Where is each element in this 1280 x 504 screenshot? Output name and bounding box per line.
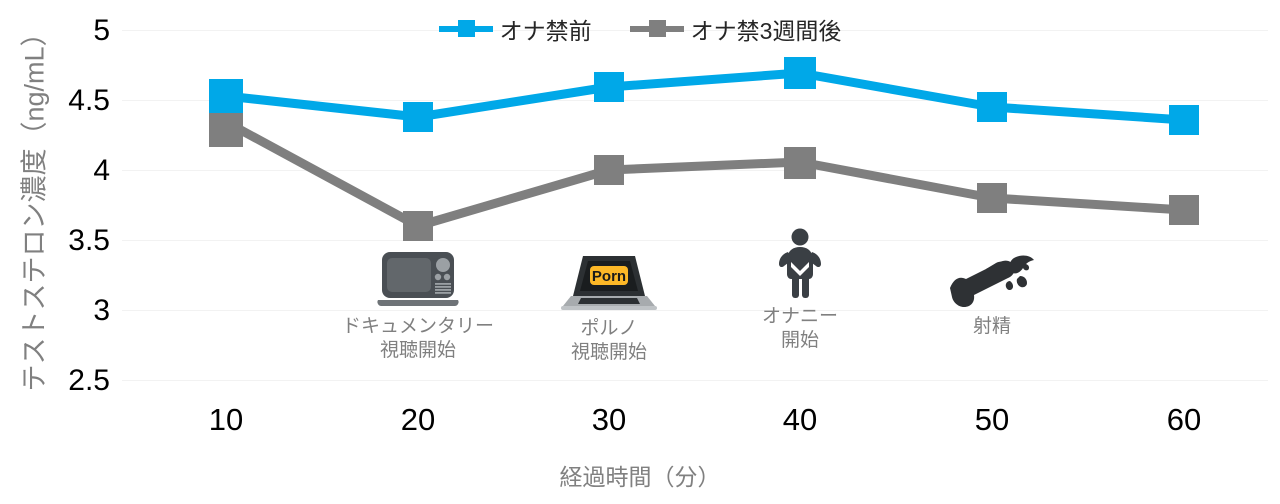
ejaculation-icon bbox=[882, 248, 1102, 310]
annotation-documentary: ドキュメンタリー 視聴開始 bbox=[308, 248, 528, 363]
laptop-porn-icon: Porn bbox=[499, 250, 719, 312]
legend-label: オナ禁3週間後 bbox=[690, 18, 842, 44]
x-tick-label: 60 bbox=[1166, 402, 1202, 437]
standing-person-icon bbox=[690, 228, 910, 300]
porn-badge-text: Porn bbox=[592, 268, 626, 285]
gridline bbox=[122, 380, 1268, 381]
annotation-label: オナニー 開始 bbox=[761, 306, 838, 351]
crt-television-icon bbox=[308, 248, 528, 310]
legend-item-before: オナ禁前 bbox=[438, 12, 592, 46]
y-axis-tick-labels: 5 4.5 4 3.5 3 2.5 bbox=[40, 0, 110, 504]
series-markers-before bbox=[209, 57, 1199, 135]
y-tick-label: 2.5 bbox=[68, 364, 110, 397]
x-tick-label: 20 bbox=[400, 402, 436, 437]
annotation-label: ドキュメンタリー 視聴開始 bbox=[341, 316, 494, 361]
x-tick-label: 10 bbox=[208, 402, 244, 437]
series-line-before bbox=[225, 68, 1185, 125]
x-tick-label: 40 bbox=[782, 402, 818, 437]
legend-swatch-gray bbox=[629, 20, 684, 37]
gridline bbox=[122, 240, 1268, 241]
annotation-label: ポルノ 視聴開始 bbox=[570, 318, 647, 363]
legend-label: オナ禁前 bbox=[499, 18, 592, 44]
y-tick-label: 3.5 bbox=[68, 224, 110, 257]
x-axis-title: 経過時間（分） bbox=[559, 464, 721, 490]
y-tick-label: 5 bbox=[93, 14, 110, 47]
annotation-ejaculation: 射精 bbox=[882, 248, 1102, 339]
series-markers-after bbox=[209, 113, 1199, 241]
x-tick-label: 50 bbox=[974, 402, 1010, 437]
annotation-label: 射精 bbox=[972, 316, 1011, 337]
gridline bbox=[122, 310, 1268, 311]
y-tick-label: 4 bbox=[93, 154, 110, 187]
annotation-masturbation: オナニー 開始 bbox=[690, 228, 910, 353]
legend-swatch-blue bbox=[438, 20, 493, 37]
annotation-porn: Porn ポルノ 視聴開始 bbox=[499, 250, 719, 365]
legend-item-after: オナ禁3週間後 bbox=[629, 12, 842, 46]
series-line-after bbox=[223, 118, 1185, 231]
porn-badge bbox=[590, 266, 628, 285]
gridline bbox=[122, 30, 1268, 31]
gridline bbox=[122, 100, 1268, 101]
chart-legend: オナ禁前 オナ禁3週間後 bbox=[0, 12, 1280, 46]
x-tick-label: 30 bbox=[591, 402, 627, 437]
y-tick-label: 3 bbox=[93, 294, 110, 327]
y-tick-label: 4.5 bbox=[68, 84, 110, 117]
